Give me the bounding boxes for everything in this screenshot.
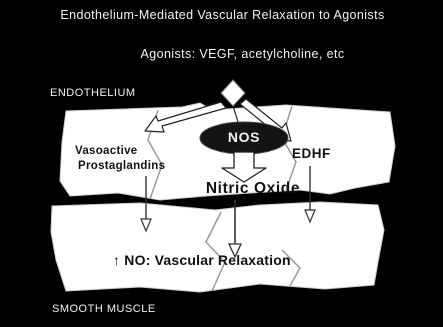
nos-label: NOS: [200, 129, 288, 145]
vascular-relaxation-label: ↑ NO: Vascular Relaxation: [113, 252, 291, 268]
edhf-label: EDHF: [292, 146, 331, 161]
prostaglandins-label: Prostaglandins: [78, 160, 165, 172]
smooth-muscle-label: SMOOTH MUSCLE: [52, 303, 156, 315]
nitric-oxide-label: Nitric Oxide: [173, 180, 333, 198]
endothelium-label: ENDOTHELIUM: [50, 87, 136, 99]
agonists-subtitle: Agonists: VEGF, acetylcholine, etc: [100, 47, 385, 61]
vasoactive-label: Vasoactive: [75, 145, 137, 157]
slide-title: Endothelium-Mediated Vascular Relaxation…: [10, 8, 435, 22]
